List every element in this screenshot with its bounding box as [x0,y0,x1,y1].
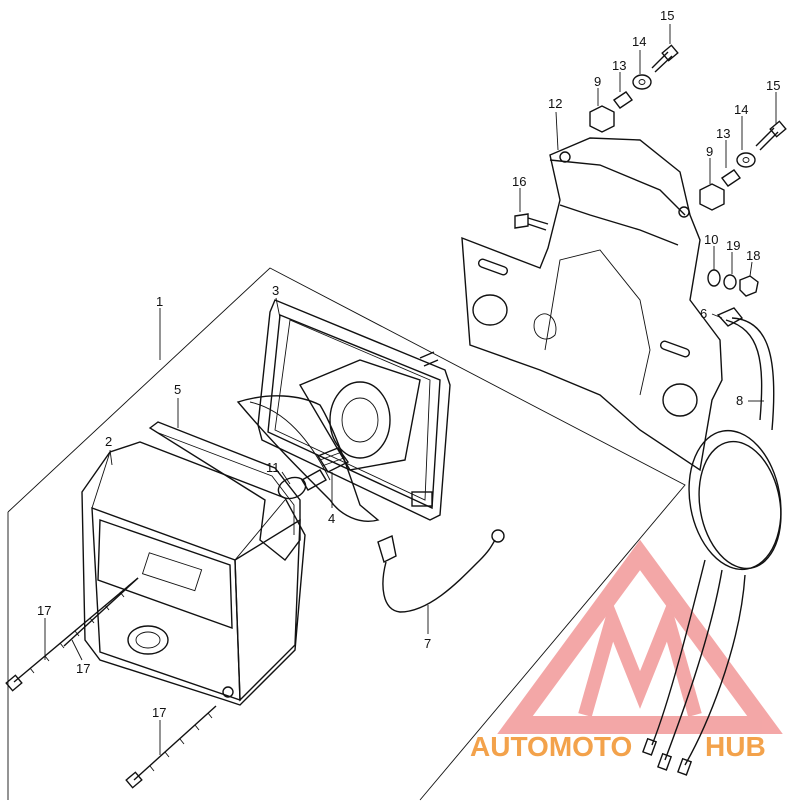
label-2: 2 [105,434,112,449]
label-13-upper: 13 [612,58,626,73]
label-5: 5 [174,382,181,397]
assembly-outline [7,267,686,801]
ground-wire [377,529,505,613]
lamp-base [257,299,451,521]
leader-lines [44,24,777,755]
license-bracket [461,137,723,472]
label-7: 7 [424,636,431,651]
label-4: 4 [328,511,335,526]
label-3: 3 [272,283,279,298]
label-17-a: 17 [37,603,51,618]
label-17-b: 17 [76,661,90,676]
label-19: 19 [726,238,740,253]
watermark-hub: HUB [705,731,766,762]
tail-lens [81,441,306,706]
label-12: 12 [548,96,562,111]
label-6: 6 [700,306,707,321]
label-15-upper: 15 [660,8,674,23]
label-8: 8 [736,393,743,408]
label-10: 10 [704,232,718,247]
wire-harness [642,307,782,776]
gasket [148,421,301,561]
label-17-c: 17 [152,705,166,720]
watermark-logo [497,539,783,734]
label-18: 18 [746,248,760,263]
label-1: 1 [156,294,163,309]
label-11: 11 [266,460,280,475]
label-13-lower: 13 [716,126,730,141]
label-15-lower: 15 [766,78,780,93]
label-14-upper: 14 [632,34,646,49]
label-9-lower: 9 [706,144,713,159]
label-9-upper: 9 [594,74,601,89]
reflector [236,395,380,522]
part-labels: 1 2 3 5 11 4 7 8 6 12 16 9 13 14 15 9 13… [37,8,780,720]
watermark-text: AUTOMOTO HUB [470,731,766,762]
bulb-socket [277,447,350,500]
label-14-lower: 14 [734,102,748,117]
lens-screws [5,577,217,789]
watermark-automoto: AUTOMOTO [470,731,632,762]
label-16: 16 [512,174,526,189]
